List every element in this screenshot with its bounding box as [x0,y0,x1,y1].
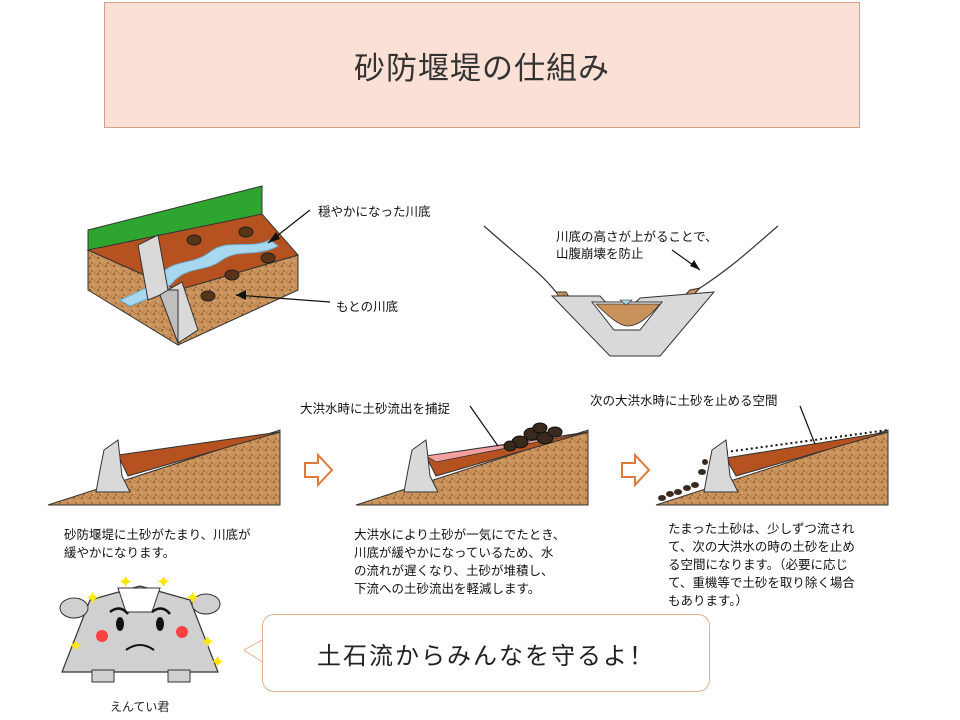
water-mark [619,299,633,306]
valley-fill [595,303,661,327]
caption-step-1: 砂防堰堤に土砂がたまり、川底が 緩やかになります。 [64,527,251,560]
boulder [547,426,563,438]
dam-stage-2 [403,439,439,493]
small-rock [702,459,708,465]
pointer-original-bed-head [236,290,246,300]
character-left-arm [59,597,89,619]
label-raise-line1: 川底の高さが上がることで、 [556,229,718,244]
rock [238,226,254,238]
sediment-wedge [117,431,281,477]
caption-step-2: 大洪水により土砂が一気にでたとき、 川底が緩やかになっているため、水 の流れが遅… [354,527,566,596]
character-right-arm [191,593,221,615]
small-rock [683,485,691,491]
block-diagram [86,185,331,346]
label-capture: 大洪水時に土砂流出を捕捉 [300,401,451,416]
pointer-capture [469,405,499,447]
rock [186,234,202,246]
title-box: 砂防堰堤の仕組み [104,2,860,128]
character-right-leg [167,669,191,683]
boulder [503,440,517,452]
dam-stage-1 [95,439,131,493]
character-left-leg [91,669,115,683]
small-rock [691,482,699,488]
sparkle-icon: ✦ [185,588,200,609]
character-right-cheek [176,626,188,638]
character-name: えんてい君 [110,700,170,714]
small-rock [666,491,674,497]
label-next-space: 次の大洪水時に土砂を止める空間 [590,393,778,408]
dam-stage-3 [703,439,739,493]
character-mouth [125,644,155,651]
pointer-next-space [799,405,816,445]
rock [200,290,216,302]
small-rock [698,469,706,475]
label-original-bed: もとの川底 [336,299,399,314]
dotted-old-level [725,429,889,453]
cross-section [483,225,779,357]
caption-step-3: たまった土砂は、少しずつ流され て、次の大洪水の時の土砂を止め る空間になります… [668,521,855,608]
speech-text: 土石流からみんなを守るよ！ [317,641,655,670]
small-rock [658,495,666,501]
character-left-eye [116,617,124,631]
stage-2 [355,405,589,506]
sparkle-icon: ✦ [68,636,83,657]
step-arrow-1 [304,452,334,488]
character-left-brow [109,607,129,615]
character-right-brow [151,607,171,615]
pointer-calm-bed-head [268,232,280,243]
boulder [532,422,548,434]
label-raise-line2: 山腹崩壊を防止 [556,246,644,261]
page-title: 砂防堰堤の仕組み [354,50,610,87]
sparkle-icon: ✦ [200,632,215,653]
sparkle-icon: ✦ [210,652,225,673]
dam-block [137,234,199,344]
rock [224,269,240,281]
character-left-cheek [96,630,108,642]
sparkle-icon: ✦ [156,572,171,593]
sparkle-icon: ✦ [85,588,100,609]
label-calm-bed: 穏やかになった川底 [318,204,431,219]
character-right-eye [156,617,164,631]
pointer-raise-head [690,260,700,270]
step-arrow-2 [621,452,651,488]
pointer-original-bed [235,294,331,303]
dam-block-face [159,289,179,344]
speech-tail [243,639,263,663]
rock [260,252,276,264]
small-rock [674,489,682,495]
speech-bubble: 土石流からみんなを守るよ！ [262,614,710,692]
stage-1 [47,429,281,506]
sparkle-icon: ✦ [118,572,133,593]
stage-3 [655,405,889,506]
sediment-wedge [725,431,889,477]
character-entei: ✦ ✦ ✦ ✦ ✦ ✦ ✦ [59,572,225,683]
